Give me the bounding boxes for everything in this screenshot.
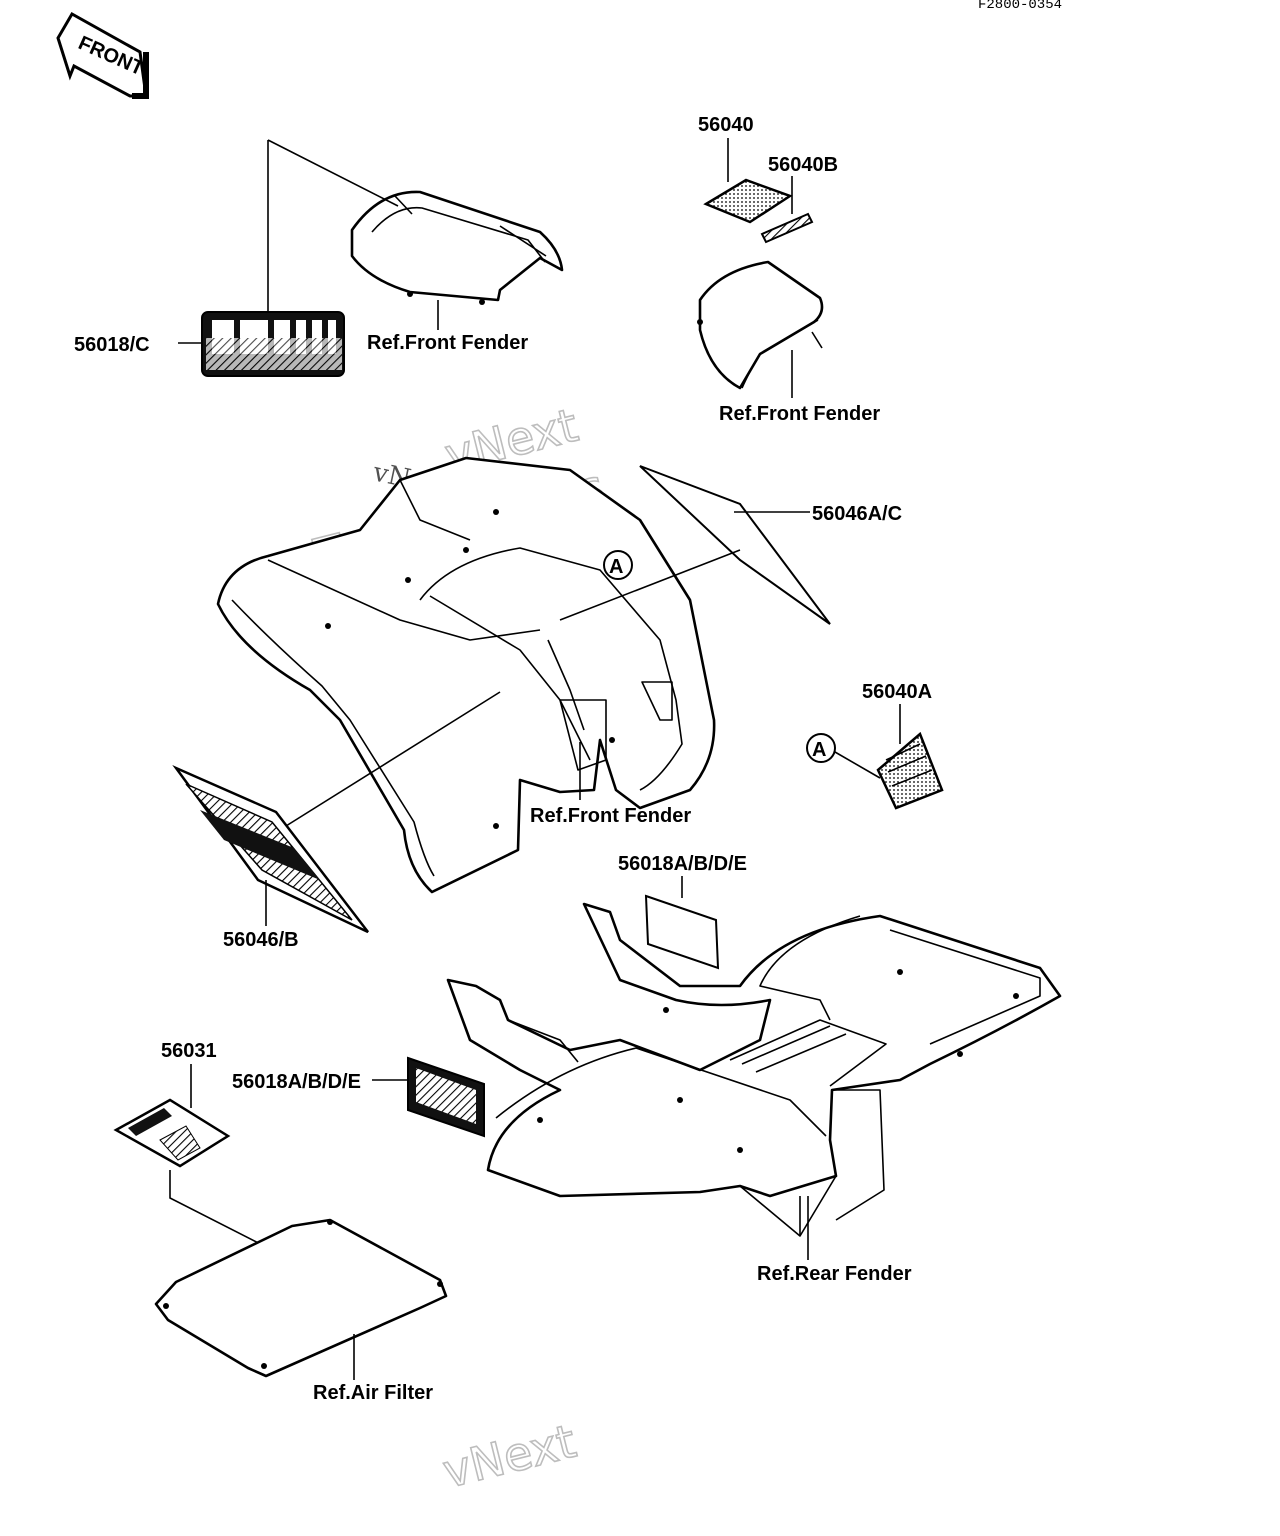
rear-fender — [446, 902, 1062, 1237]
callout-56018abde-lower: 56018A/B/D/E — [232, 1071, 361, 1093]
callout-56018c: 56018/C — [74, 334, 150, 356]
label-56031 — [113, 1098, 231, 1168]
front-fender-main — [216, 456, 716, 894]
marker-a-fender: A — [603, 550, 633, 580]
label-56040b — [760, 212, 814, 244]
ref-air-filter: Ref.Air Filter — [313, 1382, 433, 1404]
watermark-bottom-fragment: vNext — [438, 1414, 581, 1499]
marker-a-decal: A — [806, 733, 836, 763]
decal-56018abde-upper — [644, 894, 720, 970]
decal-56046ac — [639, 465, 831, 625]
ref-front-fender-1: Ref.Front Fender — [367, 332, 528, 354]
callout-56046ac: 56046A/C — [812, 503, 902, 525]
callout-56031: 56031 — [161, 1040, 217, 1062]
ref-front-fender-3: Ref.Front Fender — [530, 805, 691, 827]
front-fender-side-view — [697, 260, 824, 390]
ref-front-fender-2: Ref.Front Fender — [719, 403, 880, 425]
leader-a-to-56040a — [834, 751, 881, 779]
diagram-code: F2800-0354 — [978, 0, 1062, 13]
leader-56018c-to-fender — [267, 139, 399, 207]
label-56040a — [876, 731, 944, 810]
marker-a-fender-text: A — [609, 556, 623, 578]
callout-56018abde-upper: 56018A/B/D/E — [618, 853, 747, 875]
decal-56018abde-lower — [407, 1056, 485, 1138]
front-fender-top-view — [350, 190, 564, 305]
callout-56046b: 56046/B — [223, 929, 299, 951]
ref-rear-fender: Ref.Rear Fender — [757, 1263, 912, 1285]
leader-56046ac-to-fender — [559, 549, 741, 621]
callout-56040a: 56040A — [862, 681, 932, 703]
decal-56046b — [172, 764, 369, 934]
leader-56046b-to-fender — [285, 691, 501, 827]
front-arrow-icon: FRONT — [56, 11, 149, 99]
label-56040 — [703, 178, 793, 224]
callout-56040: 56040 — [698, 114, 754, 136]
decal-56018c — [201, 311, 345, 377]
air-filter-cover — [154, 1218, 448, 1378]
marker-a-decal-text: A — [812, 739, 826, 761]
callout-56040b: 56040B — [768, 154, 838, 176]
